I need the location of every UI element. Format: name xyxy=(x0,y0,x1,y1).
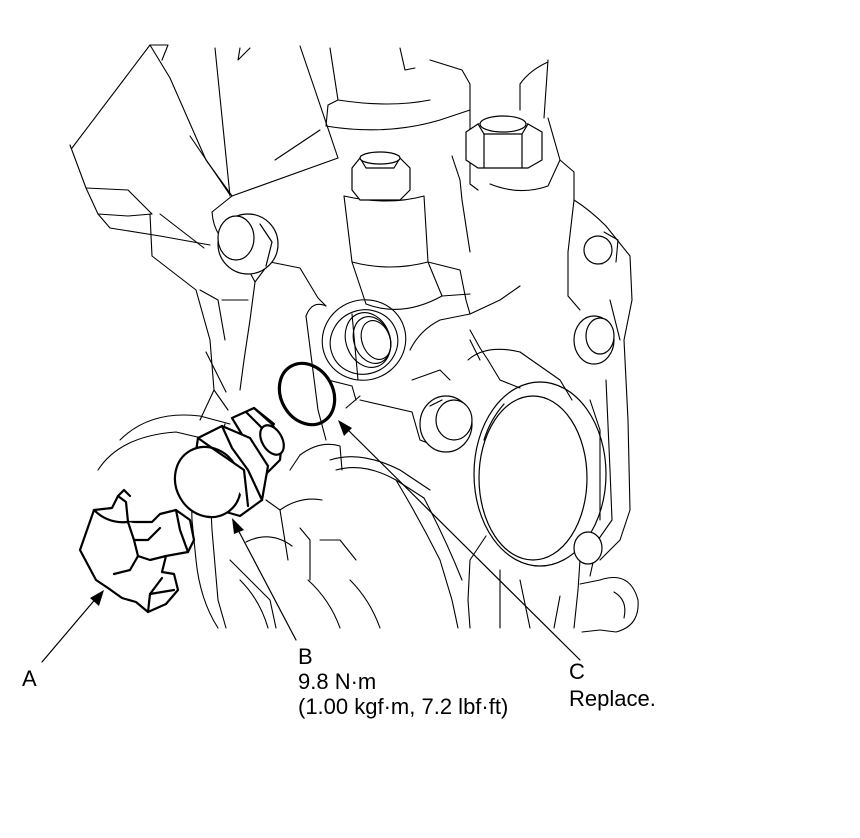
callout-b-torque: 9.8 N·m xyxy=(298,669,377,694)
leader-arrowheads xyxy=(90,420,352,606)
callout-c-letter: C xyxy=(569,659,585,684)
leader-line-c xyxy=(341,423,581,661)
sealing-bolt-icon xyxy=(173,406,285,519)
o-ring-icon xyxy=(277,361,337,427)
callout-b-torque-alt: (1.00 kgf·m, 7.2 lbf·ft) xyxy=(298,694,509,719)
round-cover xyxy=(473,381,607,567)
arrowhead-b xyxy=(232,518,244,534)
callout-b-letter: B xyxy=(298,644,313,669)
leader-line-b xyxy=(235,525,297,641)
arrowhead-a xyxy=(90,590,104,606)
leader-lines xyxy=(41,423,581,663)
clip-icon xyxy=(78,488,196,614)
callout-c-note: Replace. xyxy=(569,686,656,711)
callout-a-letter: A xyxy=(22,666,37,691)
threaded-port xyxy=(321,299,407,381)
housing-bolts xyxy=(217,115,615,565)
arrowhead-c xyxy=(338,420,352,436)
leader-line-a xyxy=(41,595,99,663)
